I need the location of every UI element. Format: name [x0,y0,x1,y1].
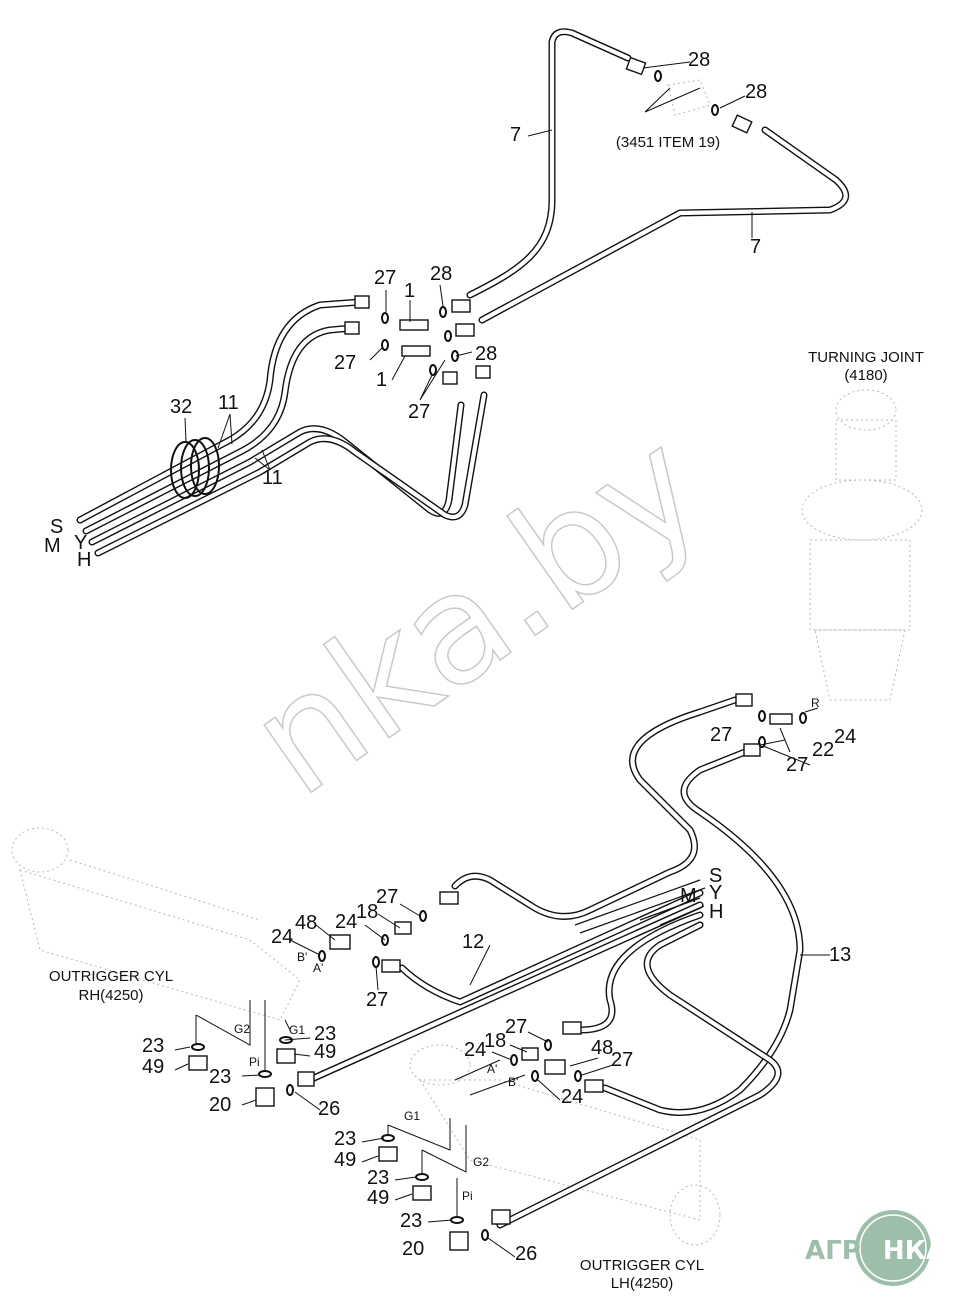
callout-label: G2 [473,1155,489,1169]
callout-label: 22 [812,739,834,761]
lower-pipes [574,879,706,934]
callout-label: 7 [750,236,761,258]
callout-label: G1 [289,1023,305,1037]
callout-label: 23 [209,1066,231,1088]
callout-label: Y [709,882,722,904]
callout-label: RH(4250) [78,987,143,1004]
outrigger-cyl-rh-ghost [11,827,301,1021]
watermark: nka.by [220,398,733,830]
clamp-32 [170,437,220,499]
callout-label: 27 [710,724,732,746]
callout-label: 26 [318,1098,340,1120]
callout-label: 28 [688,49,710,71]
callout-label: S [50,516,63,538]
callout-label: LH(4250) [611,1275,674,1292]
callout-label: 27 [366,989,388,1011]
callout-label: 48 [295,912,317,934]
callout-label: 18 [484,1030,506,1052]
callout-label: 49 [334,1149,356,1171]
callout-label: 49 [142,1056,164,1078]
callout-label: 27 [374,267,396,289]
callout-label: 26 [515,1243,537,1265]
upper-leaders [184,61,753,471]
callout-label: G2 [234,1022,250,1036]
callout-label: 27 [334,352,356,374]
svg-text:nka.by: nka.by [221,399,733,830]
callout-label: 24 [834,726,856,748]
callout-label: 23 [334,1128,356,1150]
callout-label: 23 [314,1023,336,1045]
hose-7-lower [478,126,849,324]
callout-label: R [811,696,820,710]
callout-label: 49 [367,1187,389,1209]
callout-label: 28 [430,263,452,285]
callout-label: 27 [408,401,430,423]
hose-11-group [76,298,488,557]
turning-joint-ghost [801,389,923,701]
callout-label: 18 [356,901,378,923]
callout-label: 27 [786,754,808,776]
callout-label: 11 [262,467,283,489]
callout-label: OUTRIGGER CYL [580,1257,704,1274]
callout-label: A' [313,961,323,975]
callout-label: B' [508,1075,518,1089]
svg-text:АГРОНКА: АГРОНКА [805,1236,946,1266]
hose-12 [398,889,704,1006]
hose-lh-b [496,921,782,1229]
upper-fittings [344,56,753,385]
hose-13 [601,748,804,1116]
lower-fittings [188,693,807,1251]
callout-label: H [709,901,723,923]
callout-label: 7 [510,124,521,146]
callout-label: 48 [591,1037,613,1059]
callout-label: 12 [462,931,484,953]
callout-label: 27 [611,1049,633,1071]
callout-label: OUTRIGGER CYL [49,968,173,985]
callout-label: 23 [367,1167,389,1189]
callout-label: Pi [249,1055,260,1069]
callout-label: 23 [400,1210,422,1232]
callout-label: 27 [376,886,398,908]
callout-label: (3451 ITEM 19) [616,134,720,151]
callout-label: 20 [209,1094,231,1116]
callout-label: 20 [402,1238,424,1260]
callout-label: 1 [376,369,387,391]
agronka-logo: АГРОНКА [805,1210,946,1286]
callout-label: 28 [745,81,767,103]
callout-label: 32 [170,396,192,418]
hose-lh-a [576,911,704,1034]
callout-label: 24 [464,1039,486,1061]
callout-label: M [680,885,697,907]
callout-label: TURNING JOINT [808,349,924,366]
callout-label: 13 [829,944,851,966]
callout-label: (4180) [844,367,887,384]
callout-label: S [709,865,722,887]
callout-label: Pi [462,1189,473,1203]
hose-turning-joint-a [451,696,739,920]
callout-labels: 28 28 (3451 ITEM 19) 7 7 27 28 1 27 1 28… [44,49,924,1292]
callout-label: 23 [142,1035,164,1057]
callout-label: A' [487,1062,497,1076]
callout-label: H [77,549,91,571]
callout-label: 24 [335,911,357,933]
callout-label: 1 [404,280,415,302]
callout-label: Y [74,532,87,554]
callout-label: G1 [404,1109,420,1123]
outrigger-cyl-lh-ghost [409,1044,721,1246]
hose-rh-long [301,901,704,1086]
callout-label: 27 [505,1016,527,1038]
hose-7-upper [466,28,632,299]
callout-label: 24 [271,926,293,948]
callout-label: B' [297,950,307,964]
lower-leaders [174,707,830,1258]
callout-label: M [44,535,61,557]
callout-label: 11 [218,392,239,414]
callout-label: 49 [314,1041,336,1063]
callout-label: 24 [561,1086,583,1108]
callout-label: 28 [475,343,497,365]
